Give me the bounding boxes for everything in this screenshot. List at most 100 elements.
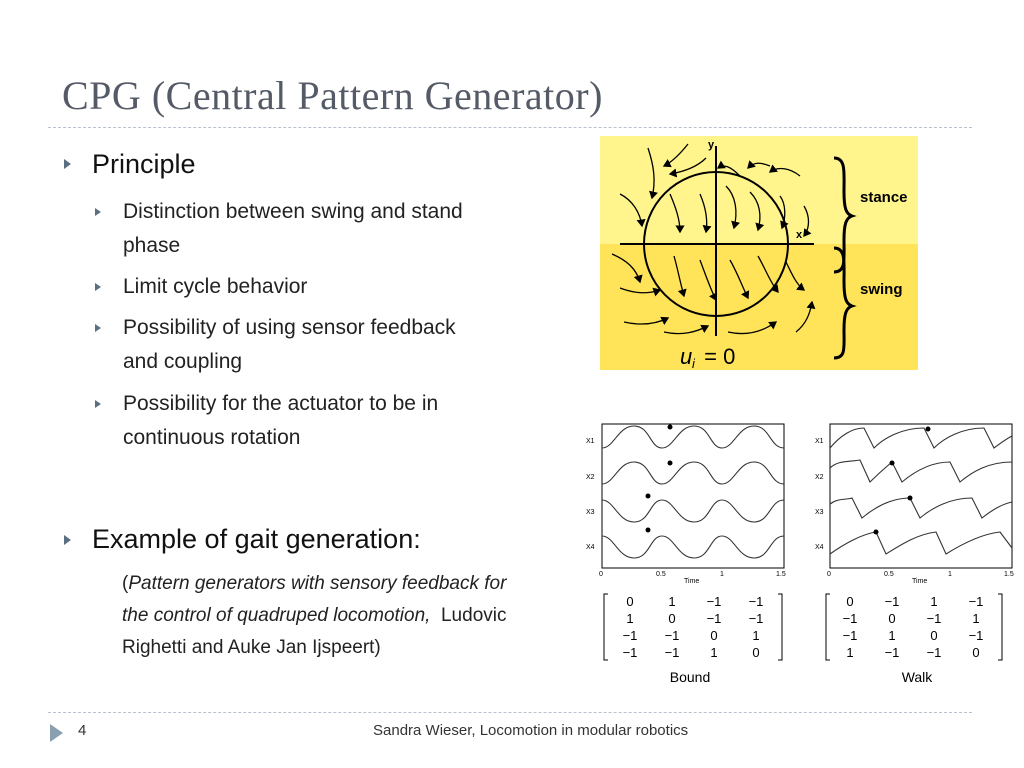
walk-x-axis-label: Time (912, 578, 927, 585)
bound-signal-label-x3: X3 (586, 509, 595, 516)
bound-x-tick-2: 1 (720, 571, 724, 578)
walk-matrix-left-bracket (825, 593, 830, 661)
citation-title-1: Pattern generators with sensory feedback… (128, 573, 507, 594)
citation-author-2: Righetti and Auke Jan Ijspeert) (122, 637, 381, 658)
sub-bullet-arrow-icon (95, 400, 101, 408)
bound-matrix-left-bracket (603, 593, 608, 661)
citation: (Pattern generators with sensory feedbac… (122, 568, 572, 664)
bound-matrix-r2c4: −1 (749, 611, 764, 626)
page-number: 4 (78, 722, 87, 739)
bound-signal-label-x1: X1 (586, 438, 595, 445)
bound-trace-x1 (601, 425, 785, 449)
bullet-arrow-icon (64, 159, 71, 169)
equation-rest: = 0 (698, 344, 735, 369)
sub-bullet-arrow-icon (95, 324, 101, 332)
bound-x-tick-0: 0 (599, 571, 603, 578)
x-axis-label: x (796, 229, 803, 241)
sub-bullet-arrow-icon (95, 208, 101, 216)
walk-matrix-r3c2: 1 (888, 628, 895, 643)
bound-matrix-r3c2: −1 (665, 628, 680, 643)
walk-matrix-r3c4: −1 (969, 628, 984, 643)
walk-matrix-r2c4: 1 (972, 611, 979, 626)
walk-matrix-r3c3: 0 (930, 628, 937, 643)
citation-open: ( (122, 573, 129, 594)
bound-plot: X1 X2 X3 X4 0 0.5 1 1.5 Time 0 1 −1 −1 1… (586, 423, 786, 685)
walk-trace-x2 (829, 459, 1013, 483)
bullet-example: Example of gait generation: (92, 524, 421, 554)
bound-matrix-r3c1: −1 (623, 628, 638, 643)
sub-bullet-limit-cycle: Limit cycle behavior (123, 275, 308, 298)
bound-matrix-r1c2: 1 (668, 594, 675, 609)
walk-matrix-r1c1: 0 (846, 594, 853, 609)
bound-matrix-r1c1: 0 (626, 594, 633, 609)
swing-label: swing (860, 281, 903, 298)
bound-marker-x2 (667, 460, 673, 466)
bound-matrix-r4c1: −1 (623, 645, 638, 660)
sub-bullet-distinction: Distinction between swing and stand (123, 200, 463, 223)
walk-matrix-r1c3: 1 (930, 594, 937, 609)
gait-figures: X1 X2 X3 X4 0 0.5 1 1.5 Time 0 1 −1 −1 1… (586, 423, 1014, 685)
bullet-arrow-icon (64, 535, 71, 545)
bound-trace-x3 (601, 499, 785, 523)
walk-matrix-r1c4: −1 (969, 594, 984, 609)
walk-matrix-right-bracket (998, 593, 1003, 661)
walk-label: Walk (902, 669, 934, 685)
citation-title-2: the control of quadruped locomotion, (122, 605, 431, 626)
flow-arrows (611, 143, 816, 335)
bound-marker-x1 (667, 424, 673, 430)
bullet-principle: Principle (92, 149, 196, 179)
bound-plot-frame (601, 423, 785, 569)
walk-marker-x4 (873, 529, 879, 535)
bound-x-tick-1: 0.5 (656, 571, 666, 578)
walk-matrix-r2c1: −1 (843, 611, 858, 626)
slide-title: CPG (Central Pattern Generator) (62, 73, 603, 118)
walk-matrix-r3c1: −1 (843, 628, 858, 643)
bound-matrix-r4c3: 1 (710, 645, 717, 660)
title-divider (48, 127, 972, 128)
walk-marker-x1 (925, 426, 931, 432)
phase-portrait-figure: y x stance swing u i = 0 (600, 136, 918, 370)
walk-trace-x4 (829, 531, 1013, 555)
bound-matrix-right-bracket (778, 593, 783, 661)
walk-matrix-r1c2: −1 (885, 594, 900, 609)
sub-bullet-arrow-icon (95, 283, 101, 291)
walk-trace-x1 (829, 427, 1013, 449)
footer-arrow-icon (50, 724, 63, 742)
walk-x-tick-2: 1 (948, 571, 952, 578)
citation-author-1: Ludovic (430, 605, 507, 626)
bound-signal-label-x2: X2 (586, 474, 595, 481)
bound-x-tick-3: 1.5 (776, 571, 786, 578)
bound-matrix-r2c3: −1 (707, 611, 722, 626)
bound-matrix-r1c3: −1 (707, 594, 722, 609)
walk-marker-x2 (889, 460, 895, 466)
swing-brace (833, 246, 857, 360)
walk-matrix-r2c2: 0 (888, 611, 895, 626)
walk-marker-x3 (907, 495, 913, 501)
bound-marker-x4 (645, 527, 651, 533)
walk-signal-label-x2: X2 (815, 474, 824, 481)
limit-cycle (643, 171, 789, 317)
walk-matrix-r2c3: −1 (927, 611, 942, 626)
bound-matrix-r2c2: 0 (668, 611, 675, 626)
equation-sub: i (692, 356, 696, 370)
walk-matrix-r4c2: −1 (885, 645, 900, 660)
walk-trace-x3 (829, 497, 1013, 519)
swing-region (600, 244, 918, 370)
walk-signal-label-x3: X3 (815, 509, 824, 516)
bound-matrix-r1c4: −1 (749, 594, 764, 609)
bound-matrix-r4c4: 0 (752, 645, 759, 660)
walk-x-tick-0: 0 (827, 571, 831, 578)
walk-x-tick-3: 1.5 (1004, 571, 1014, 578)
bound-label: Bound (670, 669, 710, 685)
footer-divider (48, 712, 972, 713)
walk-matrix-r4c1: 1 (846, 645, 853, 660)
walk-signal-label-x1: X1 (815, 438, 824, 445)
bound-marker-x3 (645, 493, 651, 499)
bound-matrix-r3c4: 1 (752, 628, 759, 643)
y-axis-label: y (708, 139, 715, 151)
walk-matrix-r4c3: −1 (927, 645, 942, 660)
sub-bullet-actuator: Possibility for the actuator to be in (123, 392, 439, 415)
bound-signal-label-x4: X4 (586, 544, 595, 551)
bound-matrix-r3c3: 0 (710, 628, 717, 643)
equation-u: u (680, 344, 692, 369)
